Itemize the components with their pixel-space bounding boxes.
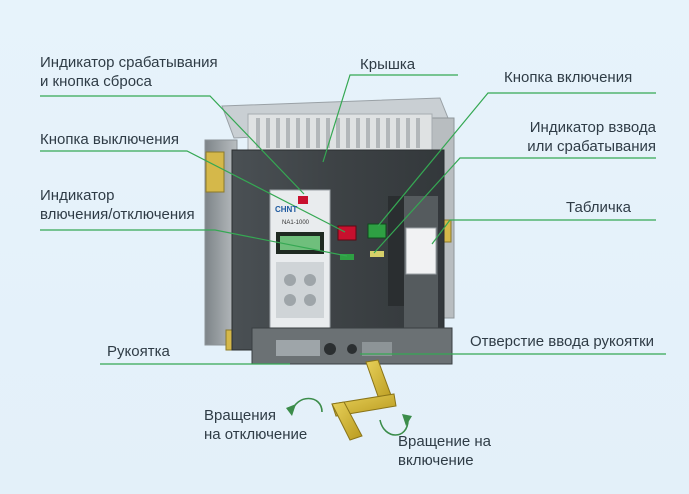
label-cover: Крышка	[360, 56, 416, 73]
device-model: NA1-1000	[282, 220, 310, 226]
trip-unit-panel	[269, 189, 331, 329]
leader-charge-indicator	[373, 157, 656, 254]
label-charge-indicator: Индикатор взвода или срабатывания	[527, 119, 656, 155]
leader-nameplate	[431, 219, 656, 245]
off-button[interactable]	[337, 225, 357, 241]
on-button[interactable]	[367, 223, 387, 239]
rotate-on-arrow	[379, 419, 409, 436]
rotation-arrows	[286, 397, 412, 436]
bottom-rail	[251, 327, 453, 365]
label-handle-hole: Отверстие ввода рукоятки	[470, 333, 655, 350]
trip-indicator[interactable]	[298, 196, 308, 204]
label-off-button: Кнопка выключения	[40, 131, 179, 148]
label-on-button: Кнопка включения	[504, 69, 633, 86]
charge-indicator	[370, 251, 384, 257]
label-handle: Рукоятка	[107, 343, 170, 360]
leader-off-button	[40, 150, 346, 233]
top-cover	[247, 113, 433, 158]
nameplate	[405, 227, 437, 275]
onoff-indicator	[340, 254, 354, 260]
label-nameplate: Табличка	[566, 199, 631, 216]
leader-cover	[322, 74, 458, 163]
device-brand: CHNT	[275, 205, 297, 214]
leader-onoff-indicator	[40, 229, 348, 257]
leader-lines	[40, 74, 666, 365]
label-onoff-indicator: Индикатор влючения/отключения	[40, 187, 195, 223]
leader-on-button	[377, 92, 656, 227]
leader-trip-indicator	[40, 95, 305, 195]
label-trip-indicator: Индикатор срабатывания и кнопка сброса	[40, 54, 218, 90]
crank-handle	[331, 359, 397, 441]
label-rotate-on: Вращение на включение	[398, 433, 492, 469]
label-rotate-off: Вращения на отключение	[204, 407, 308, 443]
